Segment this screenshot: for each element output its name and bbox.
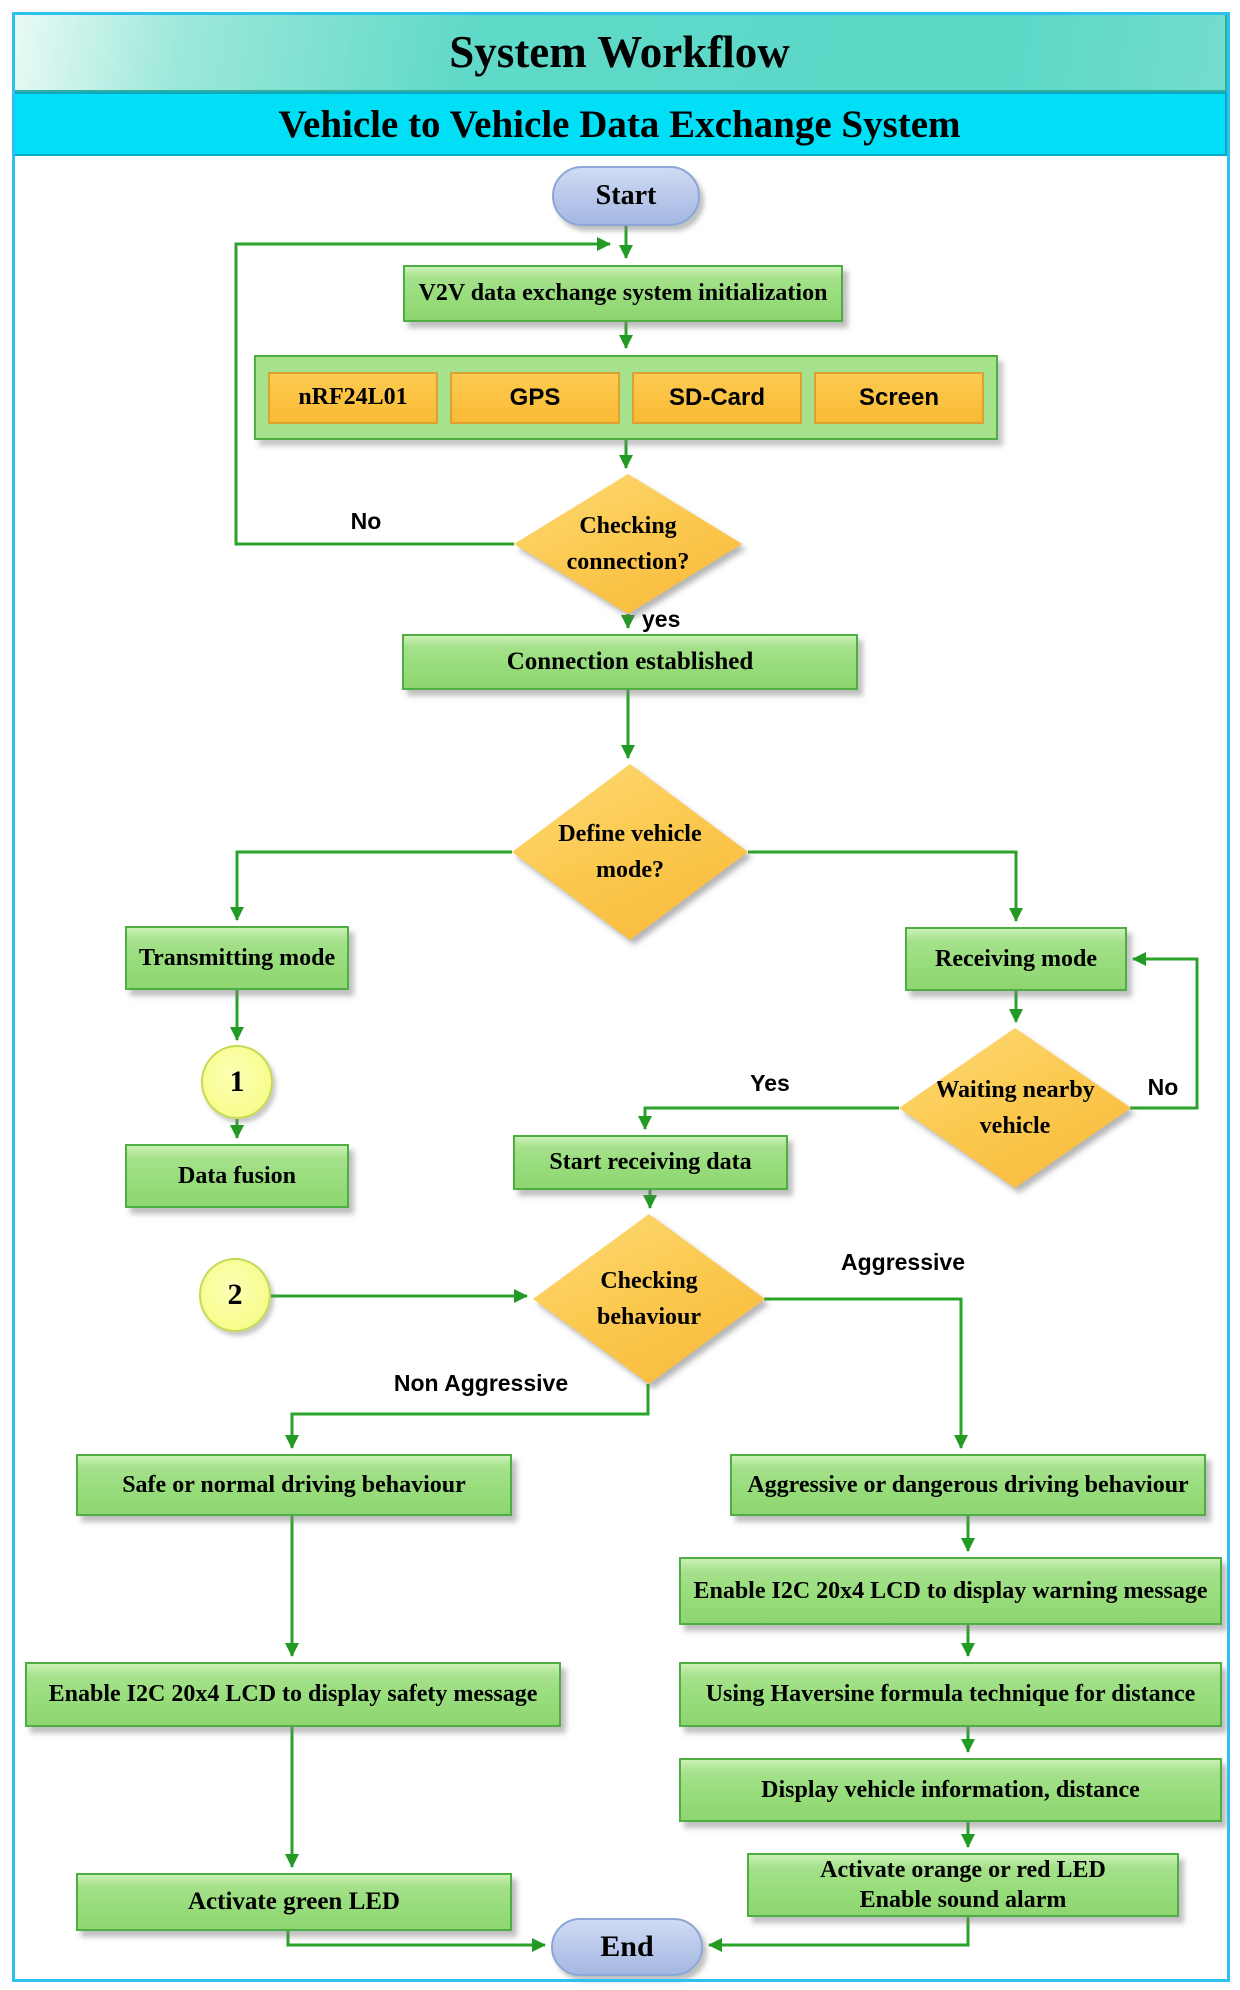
- node-label: Start receiving data: [549, 1149, 752, 1175]
- node-label: Receiving mode: [935, 945, 1097, 972]
- diamond-shape: Waiting nearby vehicle: [899, 1028, 1131, 1188]
- node-connector-1: 1: [201, 1045, 273, 1119]
- component-gps: GPS: [450, 371, 620, 424]
- edge-label-waiting-yes: Yes: [750, 1070, 790, 1096]
- node-haversine-formula: Using Haversine formula technique for di…: [679, 1662, 1222, 1727]
- subtitle-bar: Vehicle to Vehicle Data Exchange System: [12, 92, 1227, 156]
- node-label: Define vehicle mode?: [558, 821, 702, 883]
- node-label: Aggressive or dangerous driving behaviou…: [747, 1471, 1189, 1498]
- edge-label-connection-yes: yes: [642, 606, 681, 632]
- node-connector-2: 2: [199, 1258, 271, 1332]
- page-title: System Workflow: [449, 27, 790, 77]
- node-start-receiving-data: Start receiving data: [513, 1135, 788, 1190]
- component-label: GPS: [509, 383, 561, 411]
- edge-aggressive: [764, 1297, 968, 1449]
- node-label: 1: [229, 1065, 245, 1098]
- node-connection-established: Connection established: [402, 634, 858, 690]
- node-label-line2: Enable sound alarm: [859, 1887, 1067, 1913]
- node-safe-behaviour: Safe or normal driving behaviour: [76, 1454, 512, 1516]
- node-checking-connection: Checking connection?: [514, 474, 742, 614]
- edge-label-waiting-no: No: [1147, 1074, 1179, 1100]
- component-label: nRF24L01: [298, 384, 408, 410]
- node-lcd-safety-message: Enable I2C 20x4 LCD to display safety me…: [25, 1662, 561, 1727]
- diamond-shape: Checking behaviour: [533, 1214, 765, 1384]
- node-label-line1: Activate orange or red LED: [820, 1857, 1106, 1883]
- node-label: Connection established: [506, 648, 754, 675]
- page-subtitle: Vehicle to Vehicle Data Exchange System: [278, 102, 961, 146]
- edge-label-non-aggressive: Non Aggressive: [393, 1370, 569, 1396]
- node-display-vehicle-info: Display vehicle information, distance: [679, 1758, 1222, 1822]
- node-components-container: nRF24L01 GPS SD-Card Screen: [254, 355, 998, 440]
- node-end: End: [551, 1918, 703, 1976]
- node-label: Start: [595, 180, 657, 211]
- component-label: Screen: [858, 383, 940, 411]
- node-aggressive-behaviour: Aggressive or dangerous driving behaviou…: [730, 1454, 1206, 1516]
- component-sd-card: SD-Card: [632, 371, 802, 424]
- node-label: Checking behaviour: [596, 1268, 701, 1330]
- node-label: Enable I2C 20x4 LCD to display warning m…: [693, 1577, 1208, 1604]
- node-label: Display vehicle information, distance: [761, 1776, 1140, 1803]
- node-receiving-mode: Receiving mode: [905, 927, 1127, 991]
- node-transmitting-mode: Transmitting mode: [125, 926, 349, 990]
- node-label: Enable I2C 20x4 LCD to display safety me…: [48, 1681, 538, 1707]
- node-data-fusion: Data fusion: [125, 1144, 349, 1208]
- node-define-vehicle-mode: Define vehicle mode?: [512, 764, 748, 940]
- edge-green-led-to-end: [286, 1931, 546, 1952]
- edge-to-receiving: [748, 850, 1023, 922]
- node-v2v-initialization: V2V data exchange system initialization: [403, 265, 843, 322]
- edge-label-aggressive: Aggressive: [840, 1249, 965, 1275]
- edge-yes-to-start-receiving: [638, 1106, 899, 1130]
- component-label: SD-Card: [668, 383, 765, 411]
- diamond-shape: Checking connection?: [514, 474, 742, 614]
- node-orange-red-led: Activate orange or red LED Enable sound …: [747, 1853, 1179, 1917]
- node-checking-behaviour: Checking behaviour: [533, 1214, 765, 1384]
- diamond-shape: Define vehicle mode?: [512, 764, 748, 940]
- node-label: Checking connection?: [566, 513, 690, 575]
- node-label: Using Haversine formula technique for di…: [705, 1681, 1196, 1707]
- node-label: Activate green LED: [188, 1888, 400, 1915]
- node-activate-green-led: Activate green LED: [76, 1873, 512, 1931]
- node-start: Start: [552, 166, 700, 226]
- node-lcd-warning-message: Enable I2C 20x4 LCD to display warning m…: [679, 1557, 1222, 1625]
- edge-label-connection-no: No: [350, 508, 382, 534]
- edge-orange-led-to-end: [708, 1917, 970, 1952]
- title-bar: System Workflow: [12, 12, 1227, 92]
- component-nrf24l01: nRF24L01: [268, 371, 438, 424]
- node-label: 2: [227, 1278, 243, 1311]
- node-label: End: [600, 1930, 654, 1963]
- node-label: Data fusion: [177, 1162, 297, 1189]
- node-waiting-nearby-vehicle: Waiting nearby vehicle: [899, 1028, 1131, 1188]
- edge-to-transmitting: [230, 850, 512, 921]
- node-label: Waiting nearby vehicle: [935, 1077, 1095, 1139]
- node-label: V2V data exchange system initialization: [418, 280, 828, 306]
- node-label: Safe or normal driving behaviour: [122, 1471, 466, 1498]
- node-label: Transmitting mode: [138, 944, 336, 971]
- component-screen: Screen: [814, 371, 984, 424]
